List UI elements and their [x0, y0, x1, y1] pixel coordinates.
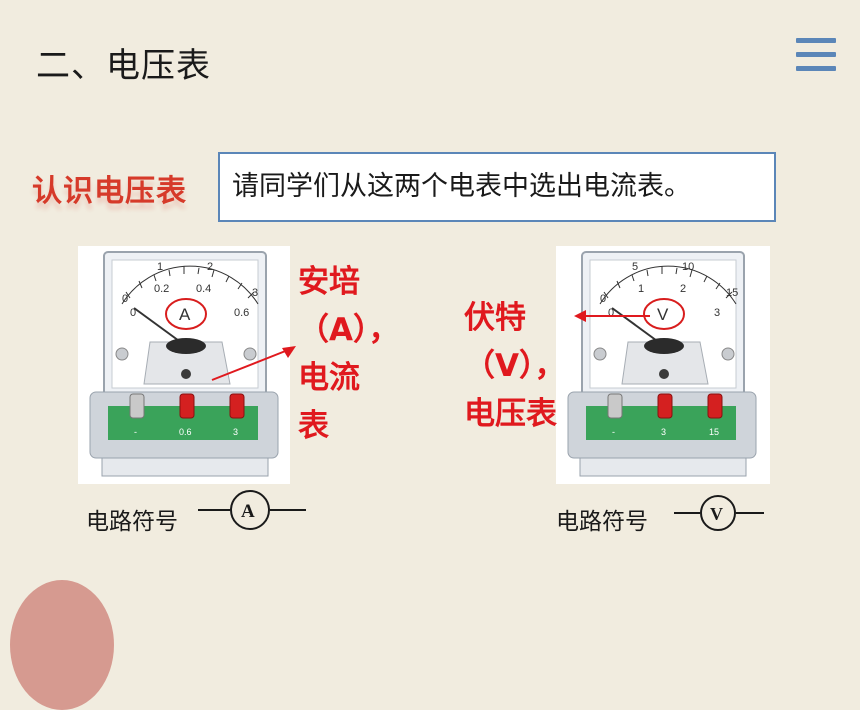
- terminal-negative: [607, 393, 623, 419]
- scale-bottom-3: 0.6: [234, 307, 249, 319]
- scale-top-1: 1: [157, 261, 163, 273]
- page-title: 二、电压表: [36, 46, 211, 86]
- screw-left: [593, 347, 607, 361]
- decorative-circle: [10, 580, 114, 710]
- terminal-label-1: -: [134, 427, 137, 437]
- scale-zero-top: 0: [600, 293, 606, 305]
- voltmeter-arrow: [574, 310, 650, 322]
- terminal-negative: [129, 393, 145, 419]
- scale-bottom-1: 1: [638, 283, 644, 295]
- base-foot: [101, 457, 269, 477]
- scale-top-1: 5: [632, 261, 638, 273]
- ammeter-note-line-2: （A），: [298, 312, 400, 348]
- scale-arc: [599, 265, 737, 305]
- ammeter-arrow: [211, 346, 296, 381]
- ammeter-note-line-1: 安培: [298, 264, 360, 300]
- voltmeter-image: 0 5 10 15 0 1 2 3 V - 3 15: [556, 246, 770, 484]
- terminal-label-3: 15: [709, 427, 719, 437]
- prompt-text: 请同学们从这两个电表中选出电流表。: [232, 171, 691, 202]
- scale-bottom-2: 2: [680, 283, 686, 295]
- section-label: 认识电压表: [32, 174, 187, 209]
- ammeter-note-line-4: 表: [298, 408, 329, 444]
- dial-letter: V: [657, 305, 669, 324]
- prompt-box: 请同学们从这两个电表中选出电流表。: [218, 152, 776, 222]
- needle-pivot: [644, 338, 684, 354]
- screw-right: [721, 347, 735, 361]
- scale-bottom-0: 0: [130, 307, 136, 319]
- ammeter-note: 安培 （A）， 电流 表: [298, 258, 400, 450]
- dial-letter-circle: [643, 298, 685, 330]
- scale-top-2: 10: [682, 261, 694, 273]
- scale-bottom-0: 0: [608, 307, 614, 319]
- dial-letter-circle: [165, 298, 207, 330]
- ammeter-symbol-letter: A: [241, 501, 255, 522]
- scale-top-3: 15: [726, 287, 738, 299]
- voltmeter-note-line-1: 伏特: [464, 300, 526, 336]
- terminal-right: [707, 393, 723, 419]
- voltmeter-note: 伏特 （V）， 电压表: [464, 294, 566, 438]
- screw-right: [243, 347, 257, 361]
- zero-adjust-screw: [659, 369, 669, 379]
- terminal-label-3: 3: [233, 427, 238, 437]
- scale-ticks: [603, 266, 733, 299]
- voltmeter-symbol-label: 电路符号: [556, 509, 648, 535]
- ammeter-illustration: 0 1 2 3 0 0.2 0.4 0.6 A - 0.6 3: [89, 251, 279, 477]
- voltmeter-circuit-symbol: V: [674, 495, 764, 531]
- terminal-label-2: 3: [661, 427, 666, 437]
- ammeter-note-line-3: 电流: [298, 360, 360, 396]
- terminal-label-2: 0.6: [179, 427, 192, 437]
- needle-pivot: [166, 338, 206, 354]
- terminal-label-1: -: [612, 427, 615, 437]
- scale-top-3: 3: [252, 287, 258, 299]
- voltmeter-note-line-2: （V），: [464, 348, 566, 384]
- menu-icon[interactable]: [796, 38, 836, 86]
- ammeter-image: 0 1 2 3 0 0.2 0.4 0.6 A - 0.6 3: [78, 246, 290, 484]
- scale-top-2: 2: [207, 261, 213, 273]
- terminal-right: [229, 393, 245, 419]
- voltmeter-symbol-letter: V: [710, 504, 723, 524]
- zero-adjust-screw: [181, 369, 191, 379]
- terminal-middle: [179, 393, 195, 419]
- scale-bottom-3: 3: [714, 307, 720, 319]
- ammeter-symbol-label: 电路符号: [86, 509, 178, 535]
- ammeter-circuit-symbol: A: [198, 490, 306, 530]
- scale-bottom-1: 0.2: [154, 283, 169, 295]
- scale-bottom-2: 0.4: [196, 283, 211, 295]
- base-foot: [579, 457, 747, 477]
- terminal-middle: [657, 393, 673, 419]
- screw-left: [115, 347, 129, 361]
- dial-letter: A: [179, 305, 191, 324]
- voltmeter-illustration: 0 5 10 15 0 1 2 3 V - 3 15: [567, 251, 757, 477]
- scale-arc: [121, 265, 259, 305]
- scale-zero-top: 0: [122, 293, 128, 305]
- voltmeter-note-line-3: 电压表: [464, 396, 557, 432]
- scale-ticks: [125, 266, 255, 299]
